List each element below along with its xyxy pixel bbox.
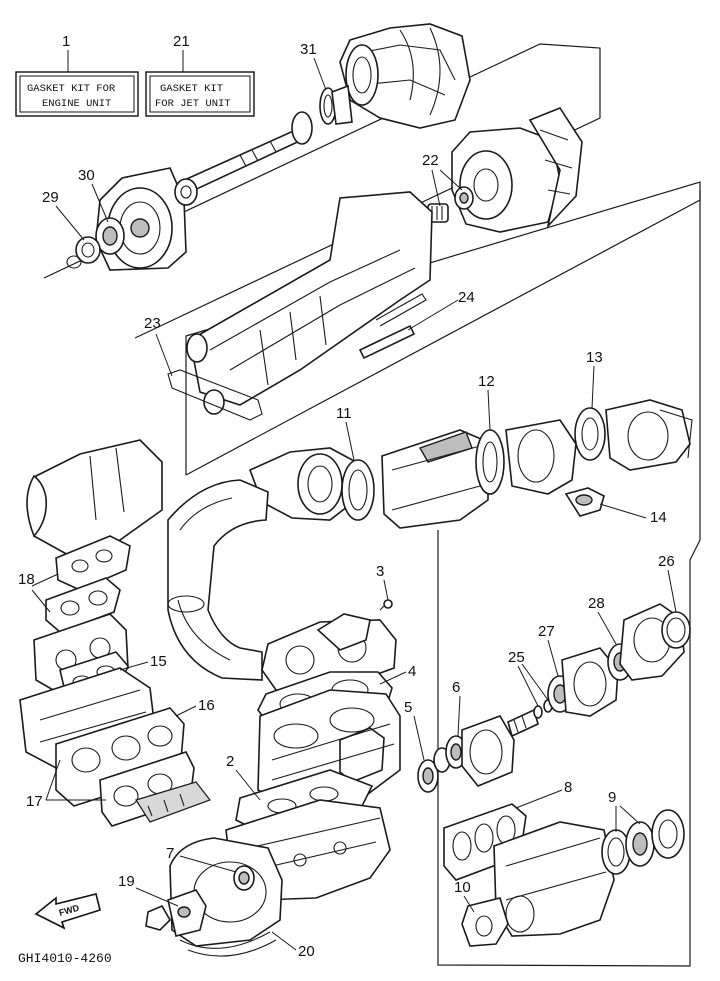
drive-shaft (178, 111, 313, 196)
exhaust-outlet (605, 399, 693, 471)
callout-21: 21 (173, 33, 190, 50)
callout-22: 22 (422, 152, 439, 169)
exhaust-manifold (493, 821, 615, 937)
water-lock (505, 419, 577, 495)
gasket-20 (179, 931, 277, 957)
gasket-18 (45, 535, 131, 633)
kit-1-line-2: ENGINE UNIT (42, 98, 111, 110)
gasket-11 (341, 459, 375, 521)
callout-19: 19 (118, 873, 135, 890)
callout-10: 10 (454, 879, 471, 896)
reed-valve-gaskets-16-17 (55, 707, 211, 827)
callout-20: 20 (298, 943, 315, 960)
callout-8: 8 (564, 779, 572, 796)
callout-29: 29 (42, 189, 59, 206)
bolt-3 (379, 599, 393, 611)
kit-21-line-2: FOR JET UNIT (155, 98, 231, 110)
callout-5: 5 (404, 699, 412, 716)
air-silencer (26, 439, 163, 557)
callout-16: 16 (198, 697, 215, 714)
callout-4: 4 (408, 663, 416, 680)
gasket-13 (574, 407, 606, 461)
diagram-code: GHI4010-4260 (18, 951, 112, 966)
impeller-duct (451, 107, 583, 233)
jet-nozzle-housing (339, 23, 471, 129)
callout-23: 23 (144, 315, 161, 332)
callout-2: 2 (226, 753, 234, 770)
callout-28: 28 (588, 595, 605, 612)
intake-elbow (167, 479, 269, 681)
gasket-10 (461, 897, 509, 947)
group-frame-engine (437, 190, 701, 967)
bearing-housing-right (561, 647, 619, 717)
callout-24: 24 (458, 289, 475, 306)
callout-7: 7 (166, 845, 174, 862)
cover-19 (145, 889, 207, 937)
callout-25: 25 (508, 649, 525, 666)
callout-3: 3 (376, 563, 384, 580)
seal-30 (95, 217, 125, 255)
callout-14: 14 (650, 509, 667, 526)
strip-24 (358, 293, 427, 360)
callout-17: 17 (26, 793, 43, 810)
exhaust-pipe (248, 447, 357, 521)
muffler (381, 429, 489, 529)
callout-26: 26 (658, 553, 675, 570)
kit-label-engine-unit: 1 GASKET KIT FOR ENGINE UNIT (15, 33, 139, 117)
callout-12: 12 (478, 373, 495, 390)
kit-label-jet-unit: 21 GASKET KIT FOR JET UNIT (145, 33, 255, 117)
callout-13: 13 (586, 349, 603, 366)
callout-18: 18 (18, 571, 35, 588)
callout-6: 6 (452, 679, 460, 696)
callouts: 31 22 30 29 24 23 12 13 11 14 3 26 18 28… (18, 41, 677, 960)
callout-31: 31 (300, 41, 317, 58)
oring-31 (319, 84, 353, 125)
seal-29 (66, 236, 101, 269)
group-frame-hull-intake (185, 181, 701, 476)
seal-9 (601, 809, 685, 875)
intake-duct (186, 191, 433, 415)
callout-9: 9 (608, 789, 616, 806)
cap-14 (564, 487, 605, 517)
gasket-23 (167, 369, 263, 421)
callout-11: 11 (336, 405, 352, 422)
callout-1: 1 (62, 33, 70, 50)
kit-21-line-1: GASKET KIT (160, 83, 223, 95)
fwd-arrow-icon: FWD (34, 893, 101, 930)
kit-1-line-1: GASKET KIT FOR (27, 83, 116, 95)
seal-6 (445, 735, 467, 769)
callout-15: 15 (150, 653, 167, 670)
oring-26 (661, 611, 691, 649)
callout-27: 27 (538, 623, 555, 640)
crank-coupling (461, 708, 539, 787)
seal-7 (233, 865, 255, 891)
group-frame-jet-pump (43, 43, 601, 339)
callout-30: 30 (78, 167, 95, 184)
gasket-12 (475, 429, 505, 495)
